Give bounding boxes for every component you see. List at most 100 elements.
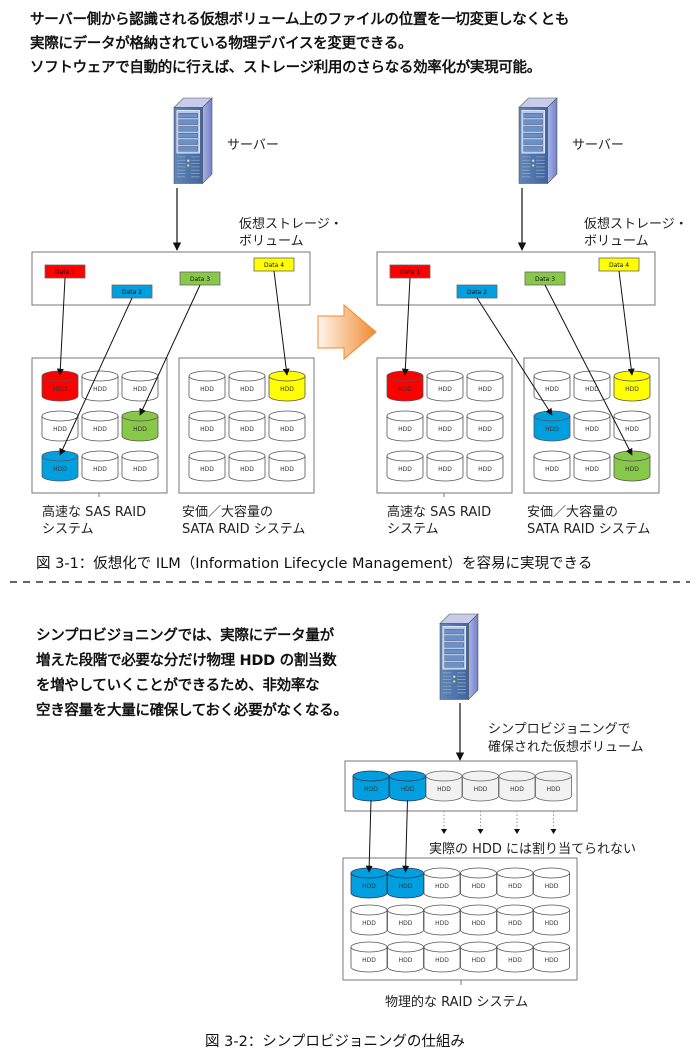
hdd-label: HDD xyxy=(200,426,214,433)
hdd-label: HDD xyxy=(472,883,486,890)
hdd-label: HDD xyxy=(478,466,492,473)
intro-line: サーバー側から認識される仮想ボリューム上のファイルの位置を一切変更しなくとも xyxy=(30,12,570,28)
hdd-label: HDD xyxy=(545,920,559,927)
hdd-label: HDD xyxy=(398,386,412,393)
intro-text-bottom: シンプロビジョニングでは、実際にデータ量が 増えた段階で必要な分だけ物理 HDD… xyxy=(36,624,348,724)
hdd-label: HDD xyxy=(280,426,294,433)
hdd-icon: HDD xyxy=(496,867,534,899)
hdd-icon: HDD xyxy=(268,450,306,482)
hdd-label: HDD xyxy=(508,883,522,890)
hdd-icon: HDD xyxy=(41,370,79,402)
hdd-icon: HDD xyxy=(425,770,463,802)
hdd-label: HDD xyxy=(362,957,376,964)
hdd-icon: HDD xyxy=(387,941,424,973)
data-block: Data 4 xyxy=(598,257,640,272)
hdd-label: HDD xyxy=(280,466,294,473)
hdd-icon: HDD xyxy=(533,450,571,482)
mapping-arrow xyxy=(476,297,553,416)
hdd-label: HDD xyxy=(53,466,67,473)
hdd-label: HDD xyxy=(585,386,599,393)
hdd-label: HDD xyxy=(585,466,599,473)
hdd-icon: HDD xyxy=(188,450,226,482)
raid-label: 物理的な RAID システム xyxy=(385,994,528,1010)
hdd-label: HDD xyxy=(362,883,376,890)
hdd-icon: HDD xyxy=(387,904,424,936)
hdd-label: HDD xyxy=(478,426,492,433)
hdd-label: HDD xyxy=(398,426,412,433)
allocation-arrow xyxy=(365,799,373,873)
hdd-icon: HDD xyxy=(121,410,159,442)
hdd-icon: HDD xyxy=(460,904,497,936)
sas-label: 高速な SAS RAID xyxy=(42,504,146,520)
sas-label: システム xyxy=(387,522,439,537)
data-block-label: Data 4 xyxy=(609,262,629,269)
mapping-arrow xyxy=(56,277,66,376)
hdd-label: HDD xyxy=(545,957,559,964)
hdd-icon: HDD xyxy=(426,410,464,442)
hdd-label: HDD xyxy=(435,883,449,890)
hdd-label: HDD xyxy=(585,426,599,433)
hdd-icon: HDD xyxy=(496,904,534,936)
volume-label: ボリューム xyxy=(239,234,304,249)
hdd-label: HDD xyxy=(133,466,147,473)
hdd-icon: HDD xyxy=(573,370,611,402)
hdd-label: HDD xyxy=(472,920,486,927)
thin-volume-label: シンプロビジョニングで xyxy=(488,722,631,737)
hdd-icon: HDD xyxy=(423,941,461,973)
hdd-icon: HDD xyxy=(573,410,611,442)
data-block-label: Data 1 xyxy=(400,269,420,276)
data-block-label: Data 1 xyxy=(55,269,75,276)
data-block: Data 2 xyxy=(111,284,153,299)
hdd-label: HDD xyxy=(133,426,147,433)
hdd-label: HDD xyxy=(93,466,107,473)
mapping-arrow xyxy=(401,277,411,376)
hdd-icon: HDD xyxy=(613,370,651,402)
hdd-icon: HDD xyxy=(228,370,266,402)
hdd-icon: HDD xyxy=(268,370,306,402)
hdd-label: HDD xyxy=(545,883,559,890)
hdd-label: HDD xyxy=(545,386,559,393)
volume-label: 仮想ストレージ・ xyxy=(584,216,688,232)
hdd-label: HDD xyxy=(398,466,412,473)
hdd-icon: HDD xyxy=(462,770,499,802)
data-block-label: Data 2 xyxy=(122,289,142,296)
hdd-icon: HDD xyxy=(535,770,572,802)
hdd-label: HDD xyxy=(508,957,522,964)
data-block: Data 3 xyxy=(179,271,221,286)
unallocated-arrowhead-icon xyxy=(441,829,447,834)
hdd-icon: HDD xyxy=(350,904,388,936)
hdd-label: HDD xyxy=(472,957,486,964)
sata-label: 安価／大容量の xyxy=(527,504,618,520)
hdd-icon: HDD xyxy=(466,370,504,402)
intro-line: 空き容量を大量に確保しておく必要がなくなる。 xyxy=(36,703,348,719)
unallocated-label: 実際の HDD には割り当てられない xyxy=(429,841,636,857)
hdd-label: HDD xyxy=(545,426,559,433)
hdd-label: HDD xyxy=(93,426,107,433)
hdd-label: HDD xyxy=(200,466,214,473)
hdd-icon: HDD xyxy=(41,410,79,442)
hdd-label: HDD xyxy=(399,920,413,927)
hdd-icon: HDD xyxy=(350,867,388,899)
hdd-icon: HDD xyxy=(426,370,464,402)
hdd-icon: HDD xyxy=(188,410,226,442)
mapping-arrow xyxy=(618,270,635,376)
data-block-label: Data 4 xyxy=(264,262,284,269)
server-icon xyxy=(518,97,558,185)
volume-label: 仮想ストレージ・ xyxy=(239,216,343,232)
hdd-label: HDD xyxy=(362,920,376,927)
hdd-icon: HDD xyxy=(387,867,424,899)
hdd-icon: HDD xyxy=(81,410,119,442)
mapping-arrow xyxy=(59,297,133,456)
hdd-label: HDD xyxy=(437,786,451,793)
data-block: Data 4 xyxy=(253,257,295,272)
hdd-icon: HDD xyxy=(533,941,570,973)
hdd-icon: HDD xyxy=(81,370,119,402)
hdd-icon: HDD xyxy=(613,410,651,442)
server-label: サーバー xyxy=(572,138,624,153)
hdd-label: HDD xyxy=(474,786,488,793)
hdd-label: HDD xyxy=(280,386,294,393)
hdd-icon: HDD xyxy=(121,370,159,402)
allocation-arrow xyxy=(402,799,410,873)
